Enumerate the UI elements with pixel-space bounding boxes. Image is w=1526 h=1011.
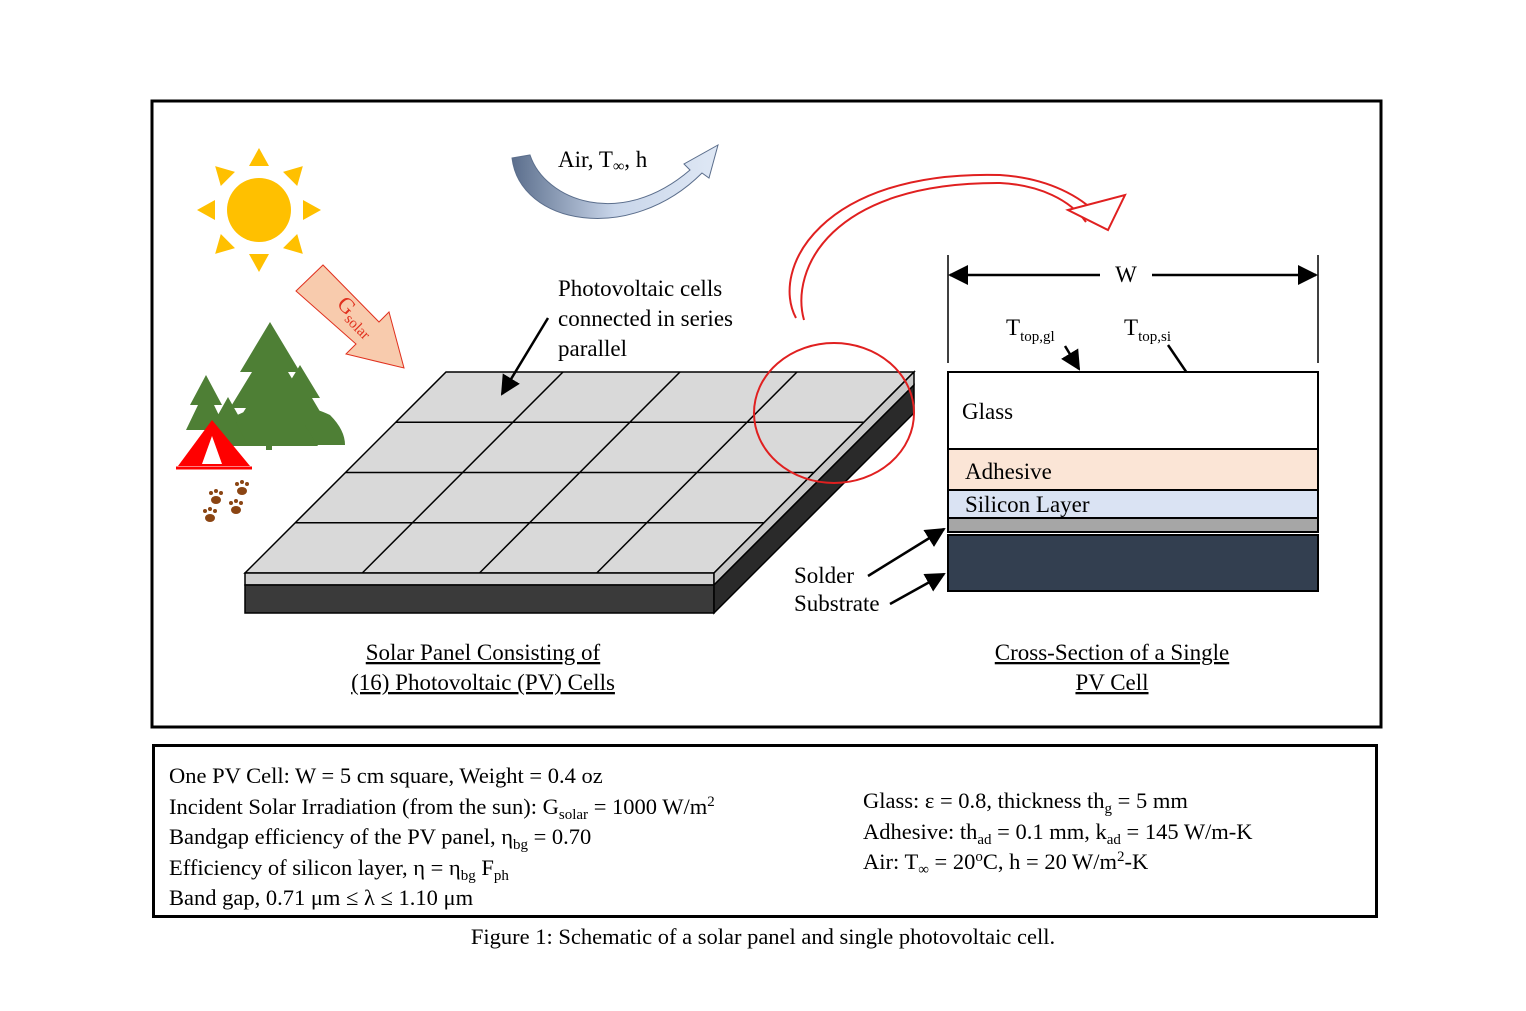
sun-ray [215, 234, 235, 254]
sun-icon [197, 148, 321, 272]
spec-cell-size: One PV Cell: W = 5 cm square, Weight = 0… [169, 763, 603, 788]
solder-arrow [867, 527, 946, 578]
air-label: Air, T∞, h [558, 147, 648, 175]
spec-silicon-efficiency: Efficiency of silicon layer, η = ηbg Fph [169, 854, 509, 884]
adhesive-label: Adhesive [965, 459, 1052, 484]
sun-ray [215, 166, 235, 186]
g-solar-arrow: Gsolar [295, 264, 405, 369]
layer-adhesive [947, 448, 1319, 491]
panel-cell-edge [596, 371, 798, 574]
silicon-label: Silicon Layer [965, 492, 1090, 517]
sun-ray [283, 234, 303, 254]
glass-label: Glass [962, 399, 1013, 424]
specs-right-column: Glass: ε = 0.8, thickness thg = 5 mm Adh… [863, 786, 1253, 878]
paw-prints-icon [203, 480, 249, 522]
cross-caption-line2: PV Cell [1075, 670, 1148, 695]
solar-panel [243, 370, 916, 615]
panel-caption-line2: (16) Photovoltaic (PV) Cells [351, 670, 615, 695]
air-flow-arrow [511, 143, 719, 219]
sun-ray [197, 200, 215, 220]
zoom-highlight [753, 173, 1127, 484]
specs-left-column: One PV Cell: W = 5 cm square, Weight = 0… [169, 761, 715, 914]
t-top-gl-label: Ttop,gl [1006, 315, 1055, 345]
pv-cells-label-line1: Photovoltaic cells [558, 276, 722, 301]
diagram-frame [150, 99, 1383, 729]
panel-cell-edge [478, 371, 681, 574]
spec-bandgap-efficiency: Bandgap efficiency of the PV panel, ηbg … [169, 824, 592, 853]
figure-caption: Figure 1: Schematic of a solar panel and… [470, 924, 1056, 949]
layer-glass [947, 371, 1319, 450]
spec-irradiation: Incident Solar Irradiation (from the sun… [169, 793, 715, 823]
pv-cells-label-line2: connected in series [558, 306, 733, 331]
spec-adhesive: Adhesive: thad = 0.1 mm, kad = 145 W/m-K [863, 818, 1253, 848]
panel-caption-line1: Solar Panel Consisting of [366, 640, 601, 665]
layer-silicon [947, 489, 1319, 519]
sun-ray [303, 200, 321, 220]
tent-icon [176, 420, 252, 470]
width-label: W [1115, 262, 1137, 287]
spec-band-gap: Band gap, 0.71 μm ≤ λ ≤ 1.10 μm [169, 885, 474, 910]
cross-caption-line1: Cross-Section of a Single [995, 640, 1229, 665]
pv-cells-pointer-arrow [500, 317, 550, 396]
width-dimension [947, 255, 1319, 363]
spec-air: Air: T∞ = 20oC, h = 20 W/m2-K [863, 849, 1149, 878]
layer-substrate [947, 534, 1319, 592]
solder-label: Solder [794, 563, 854, 588]
spec-glass: Glass: ε = 0.8, thickness thg = 5 mm [863, 788, 1188, 817]
sun-ray [283, 166, 303, 186]
substrate-label: Substrate [794, 591, 880, 616]
t-top-gl-arrow [1061, 345, 1081, 371]
pv-cells-label-line3: parallel [558, 336, 627, 361]
substrate-arrow [889, 572, 946, 606]
sun-ray [249, 254, 269, 272]
cross-section [947, 371, 1319, 592]
specs-box: One PV Cell: W = 5 cm square, Weight = 0… [152, 744, 1378, 918]
trees-icon [186, 322, 345, 450]
layer-solder [947, 517, 1319, 533]
t-top-si-label: Ttop,si [1124, 315, 1171, 345]
sun-ray [249, 148, 269, 166]
